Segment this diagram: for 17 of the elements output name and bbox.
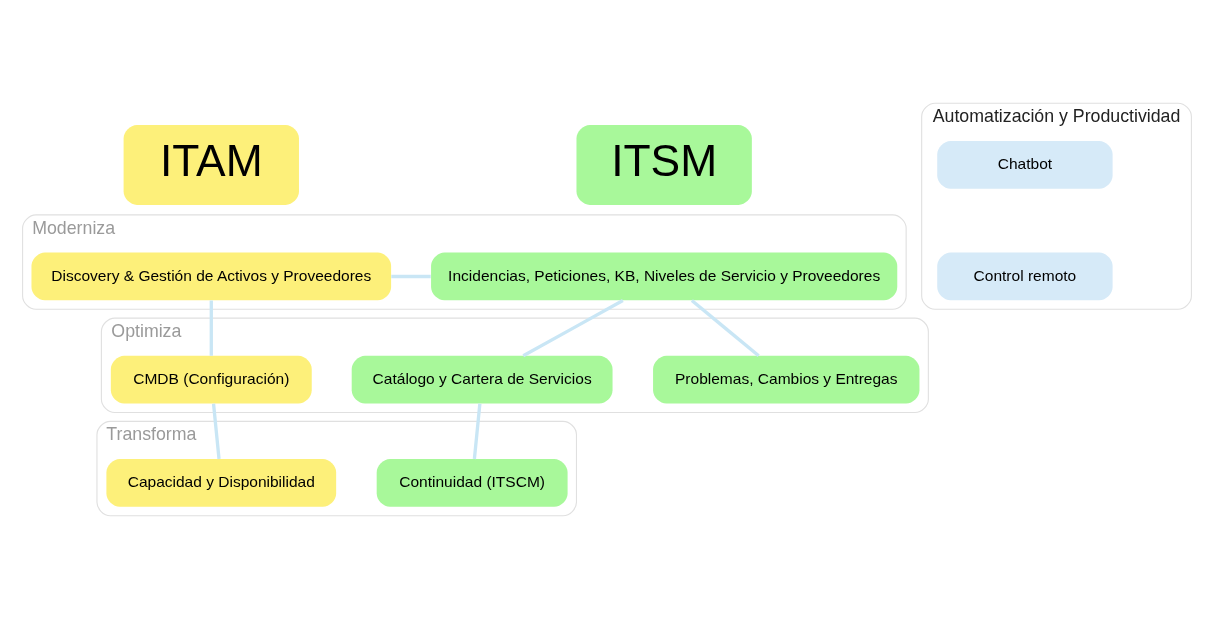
node-box: Incidencias, Peticiones, KB, Niveles de Servicio y Proveedores [431, 252, 898, 300]
node-box: Problemas, Cambios y Entregas [653, 355, 920, 404]
connector [209, 300, 213, 356]
node-box: Continuidad (ITSCM) [376, 458, 568, 507]
connector [690, 298, 760, 357]
connector [472, 403, 482, 459]
node-box: CMDB (Configuración) [110, 355, 312, 404]
node-box: ITAM [123, 124, 299, 205]
node-box: Discovery & Gestión de Activos y Proveedores [31, 252, 392, 300]
node-box: Catálogo y Cartera de Servicios [351, 355, 613, 404]
node-box: ITSM [576, 124, 752, 205]
node-box: Control remoto [937, 252, 1113, 300]
connector [211, 403, 221, 459]
node-box: Capacidad y Disponibilidad [106, 458, 337, 507]
connector [522, 298, 624, 357]
node-box: Chatbot [937, 140, 1113, 189]
connector [391, 274, 431, 278]
